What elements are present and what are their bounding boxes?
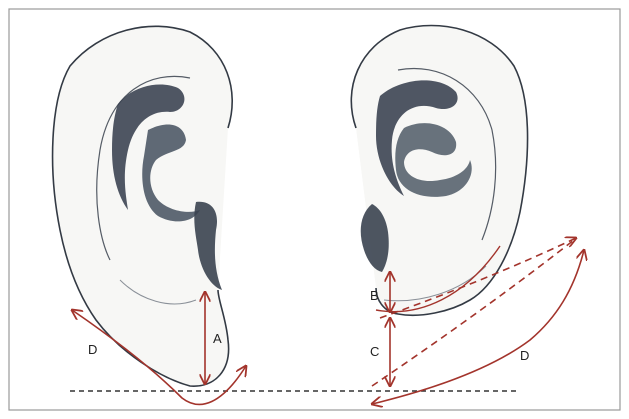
label-d-left: D	[88, 342, 97, 357]
label-d-right: D	[520, 348, 529, 363]
right-ear-helix-rim	[351, 26, 527, 316]
label-b: B	[370, 288, 379, 303]
label-c: C	[370, 344, 379, 359]
right-ear	[351, 26, 527, 316]
label-a: A	[213, 331, 222, 346]
